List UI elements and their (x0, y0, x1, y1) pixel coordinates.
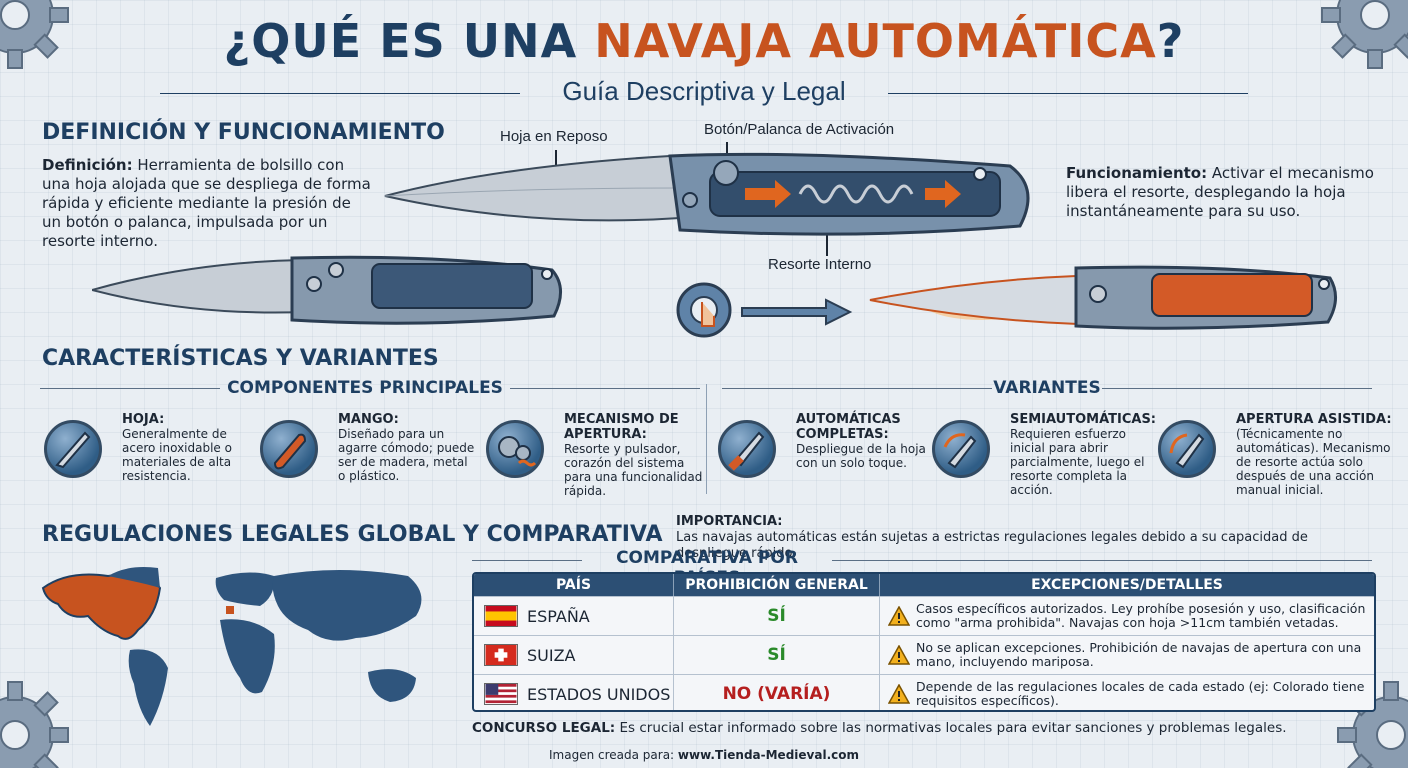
prohibition-value: NO (VARÍA) (722, 684, 831, 704)
knife-open-illustration (869, 265, 1337, 330)
prohibition-value: SÍ (767, 606, 786, 626)
table-row: ESPAÑA SÍ Casos específicos autorizados.… (474, 596, 1374, 635)
definition-label: Definición: (42, 156, 133, 174)
country-name: SUIZA (527, 645, 576, 665)
page-title: ¿QUÉ ES UNA NAVAJA AUTOMÁTICA? (0, 14, 1408, 68)
table-row: SUIZA SÍ No se aplican excepciones. Proh… (474, 635, 1374, 674)
subtitle-bar: Guía Descriptiva y Legal (0, 76, 1408, 110)
callout-blade: Hoja en Reposo (500, 128, 608, 145)
variant-assisted: APERTURA ASISTIDA: (Técnicamente no auto… (1236, 412, 1392, 497)
warning-icon (888, 645, 910, 665)
table-header: PAÍS PROHIBICIÓN GENERAL EXCEPCIONES/DET… (474, 574, 1374, 596)
callout-button: Botón/Palanca de Activación (704, 121, 895, 138)
component-desc: Generalmente de acero inoxidable o mater… (122, 427, 232, 483)
gear-icon (0, 0, 69, 69)
mechanism-icon (486, 420, 544, 478)
detail-text: Casos específicos autorizados. Ley prohí… (916, 601, 1366, 630)
variant-title: SEMIAUTOMÁTICAS: (1010, 412, 1157, 427)
variant-title: AUTOMÁTICAS COMPLETAS: (796, 412, 901, 442)
component-title: MECANISMO DE APERTURA: (564, 412, 679, 442)
usa-flag-icon (484, 683, 518, 705)
component-mechanism: MECANISMO DE APERTURA: Resorte y pulsado… (564, 412, 704, 498)
comparison-table: PAÍS PROHIBICIÓN GENERAL EXCEPCIONES/DET… (472, 572, 1376, 712)
auto-knife-icon (718, 420, 776, 478)
variant-desc: Requieren esfuerzo inicial para abrir pa… (1010, 427, 1145, 497)
function-body: Activar el mecanismo libera el resorte, … (1066, 164, 1374, 220)
prohibition-value: SÍ (767, 645, 786, 665)
footer-credit: Imagen creada para: www.Tienda-Medieval.… (0, 748, 1408, 762)
conclusion-text: Es crucial estar informado sobre las nor… (619, 720, 1287, 736)
conclusion-label: CONCURSO LEGAL: (472, 720, 616, 736)
press-button-icon (676, 282, 853, 338)
blade-icon (44, 420, 102, 478)
variant-full-auto: AUTOMÁTICAS COMPLETAS: Despliegue de la … (796, 412, 936, 470)
semi-auto-knife-icon (932, 420, 990, 478)
header-details: EXCEPCIONES/DETALLES (1031, 577, 1223, 593)
component-blade: HOJA: Generalmente de acero inoxidable o… (122, 412, 252, 483)
variant-title: APERTURA ASISTIDA: (1236, 412, 1392, 427)
importance-note: IMPORTANCIA: Las navajas automáticas est… (676, 514, 1376, 562)
variants-heading: VARIANTES (993, 378, 1101, 398)
variant-desc: (Técnicamente no automáticas). Mecanismo… (1236, 427, 1391, 497)
component-desc: Diseñado para un agarre cómodo; puede se… (338, 427, 475, 483)
callout-spring: Resorte Interno (768, 256, 872, 273)
country-name: ESTADOS UNIDOS (527, 684, 671, 704)
footer-prefix: Imagen creada para: (549, 748, 675, 762)
warning-icon (888, 684, 910, 704)
world-map-icon (41, 567, 422, 726)
gear-icon (1337, 681, 1408, 768)
title-part-3: ? (1156, 14, 1185, 68)
importance-text: Las navajas automáticas están sujetas a … (676, 530, 1308, 561)
header-prohibition: PROHIBICIÓN GENERAL (674, 574, 880, 596)
switzerland-flag-icon (484, 644, 518, 666)
function-text: Funcionamiento: Activar el mecanismo lib… (1066, 164, 1376, 221)
header-country: PAÍS (474, 574, 674, 596)
footer-site-link[interactable]: www.Tienda-Medieval.com (677, 748, 859, 762)
spain-flag-icon (484, 605, 518, 627)
title-highlight: NAVAJA AUTOMÁTICA (594, 14, 1157, 68)
variant-semi-auto: SEMIAUTOMÁTICAS: Requieren esfuerzo inic… (1010, 412, 1157, 497)
component-handle: MANGO: Diseñado para un agarre cómodo; p… (338, 412, 478, 483)
definition-body: Herramienta de bolsillo con una hoja alo… (42, 156, 371, 250)
component-title: HOJA: (122, 412, 165, 427)
knife-closed-illustration (92, 255, 562, 325)
country-name: ESPAÑA (527, 606, 590, 626)
legal-heading: REGULACIONES LEGALES GLOBAL Y COMPARATIV… (42, 522, 663, 547)
warning-icon (888, 606, 910, 626)
gear-icon (1321, 0, 1408, 69)
component-desc: Resorte y pulsador, corazón del sistema … (564, 442, 703, 498)
variant-desc: Despliegue de la hoja con un solo toque. (796, 442, 926, 470)
knife-cutaway-illustration (384, 152, 1030, 236)
components-heading: COMPONENTES PRINCIPALES (227, 378, 503, 398)
table-row: ESTADOS UNIDOS NO (VARÍA) Depende de las… (474, 674, 1374, 710)
function-label: Funcionamiento: (1066, 164, 1208, 182)
conclusion-note: CONCURSO LEGAL: Es crucial estar informa… (472, 720, 1392, 736)
assisted-knife-icon (1158, 420, 1216, 478)
definition-text: Definición: Herramienta de bolsillo con … (42, 156, 372, 251)
detail-text: Depende de las regulaciones locales de c… (916, 679, 1365, 708)
handle-icon (260, 420, 318, 478)
component-title: MANGO: (338, 412, 399, 427)
title-part-1: ¿QUÉ ES UNA (223, 14, 595, 68)
importance-label: IMPORTANCIA: (676, 514, 783, 529)
features-heading: CARACTERÍSTICAS Y VARIANTES (42, 346, 439, 371)
subtitle: Guía Descriptiva y Legal (562, 76, 846, 106)
definition-heading: DEFINICIÓN Y FUNCIONAMIENTO (42, 120, 445, 145)
gear-icon (0, 681, 69, 768)
detail-text: No se aplican excepciones. Prohibición d… (916, 640, 1362, 669)
